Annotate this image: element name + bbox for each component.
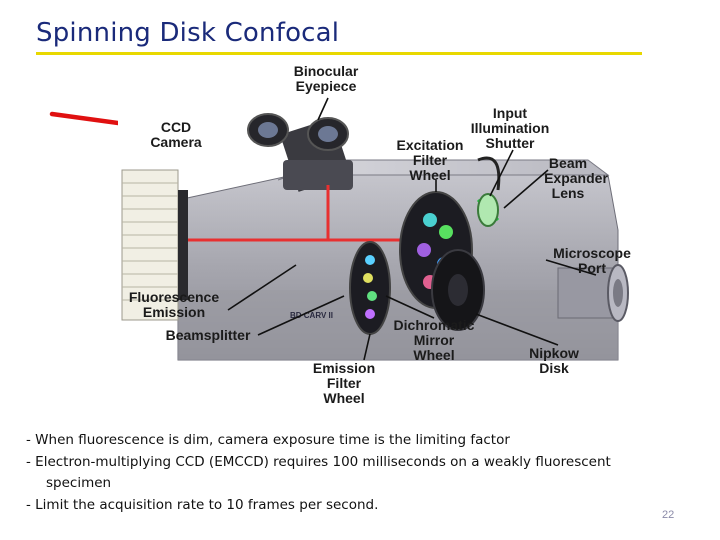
label-ccd-1: CCD — [161, 119, 191, 135]
ccd-camera-body — [121, 169, 188, 321]
label-emission-2: Filter — [327, 375, 362, 391]
bullet-item-continuation: specimen — [46, 475, 112, 491]
label-binocular-2: Eyepiece — [296, 78, 357, 94]
label-beam-3: Lens — [552, 185, 585, 201]
label-beam-1: Beam — [549, 155, 587, 171]
bullet-item: - Electron-multiplying CCD (EMCCD) requi… — [26, 453, 611, 470]
bullet-item: - Limit the acquisition rate to 10 frame… — [26, 496, 379, 513]
spinning-disk-diagram: BD CARV II Binocular Eyepiece CCD Camera… — [118, 60, 648, 408]
nipkow-disk — [431, 249, 485, 331]
emission-filter-wheel — [349, 241, 391, 335]
label-excitation-1: Excitation — [397, 137, 464, 153]
label-ccd-2: Camera — [150, 134, 202, 150]
label-excitation-2: Filter — [413, 152, 448, 168]
bullet-item: - When fluorescence is dim, camera expos… — [26, 432, 510, 448]
label-excitation-3: Wheel — [409, 167, 450, 183]
label-input-3: Shutter — [486, 135, 536, 151]
bullet-list: - When fluorescence is dim, camera expos… — [26, 430, 666, 516]
label-input-1: Input — [493, 105, 528, 121]
beam-expander-lens — [477, 156, 501, 227]
label-beam-2: Expander — [544, 170, 608, 186]
page-number: 22 — [662, 509, 675, 521]
label-emission-1: Emission — [313, 360, 375, 376]
label-microscope-2: Port — [578, 260, 606, 276]
brand-label: BD CARV II — [290, 311, 333, 320]
title-underline — [36, 52, 642, 55]
label-input-2: Illumination — [471, 120, 550, 136]
label-beamsplitter: Beamsplitter — [166, 327, 251, 343]
label-nipkow-2: Disk — [539, 360, 569, 376]
callout-leader-lines — [227, 97, 597, 361]
label-nipkow-1: Nipkow — [529, 345, 579, 361]
label-dichroic-2: Mirror — [414, 332, 455, 348]
label-dichroic-3: Wheel — [413, 347, 454, 363]
binocular-eyepiece — [247, 113, 353, 192]
label-fluor-2: Emission — [143, 304, 205, 320]
label-dichroic-1: Dichromatic — [394, 317, 475, 333]
slide-title: Spinning Disk Confocal — [36, 18, 340, 48]
label-emission-3: Wheel — [323, 390, 364, 406]
label-binocular-1: Binocular — [294, 63, 359, 79]
microscope-port — [557, 264, 629, 322]
label-microscope-1: Microscope — [553, 245, 631, 261]
label-fluor-1: Fluorescence — [129, 289, 219, 305]
